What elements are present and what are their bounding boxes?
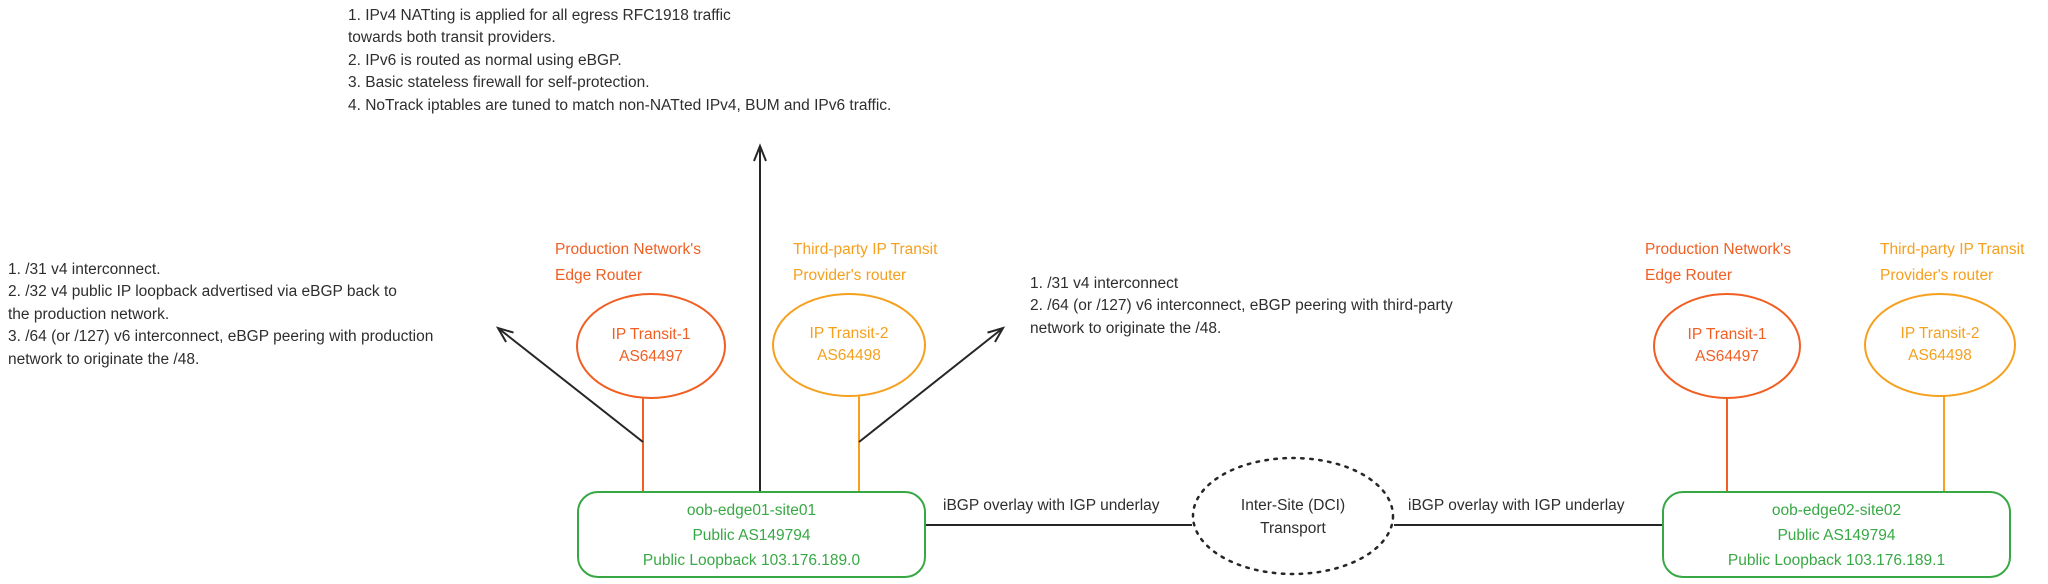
site1-interconnect-note: 1. /31 v4 interconnect. 2. /32 v4 public… — [8, 261, 434, 368]
site2-production-edge-role-label: Production Network's Edge Router — [1645, 241, 1791, 284]
site1-edge-router-box — [577, 491, 926, 578]
site2-edge-router-node: oob-edge02-site02 Public AS149794 Public… — [1727, 502, 1946, 569]
site2-thirdparty-transit-role-label: Third-party IP Transit Provider's router — [1880, 241, 2025, 284]
ibgp-underlay-label-right: iBGP overlay with IGP underlay — [1408, 497, 1625, 514]
left-note-arrow — [495, 326, 644, 443]
site2-transit1-node: IP Transit-1 AS64497 — [1687, 326, 1767, 365]
ibgp-underlay-label-left: iBGP overlay with IGP underlay — [943, 497, 1160, 514]
site1-production-edge-role-label: Production Network's Edge Router — [555, 241, 701, 284]
site2-transit1-ellipse — [1653, 293, 1801, 399]
site2-transit2-ellipse — [1864, 293, 2016, 397]
site1-transit2-node: IP Transit-2 AS64498 — [809, 325, 889, 364]
dci-transport-node: Inter-Site (DCI) Transport — [1240, 497, 1346, 537]
dci-transport-ellipse — [1191, 456, 1395, 576]
site1-edge-router-node: oob-edge01-site01 Public AS149794 Public… — [642, 502, 861, 569]
site1-transit1-ellipse — [576, 293, 726, 399]
site1-transit1-node: IP Transit-1 AS64497 — [611, 326, 691, 365]
middle-note-arrow — [858, 326, 1006, 443]
site2-edge-router-box — [1662, 491, 2011, 578]
site1-thirdparty-interconnect-note: 1. /31 v4 interconnect 2. /64 (or /127) … — [1030, 275, 1453, 337]
nat-policy-note: 1. IPv4 NATting is applied for all egres… — [348, 7, 892, 114]
site2-transit2-node: IP Transit-2 AS64498 — [1900, 325, 1980, 364]
site1-thirdparty-transit-role-label: Third-party IP Transit Provider's router — [793, 241, 938, 284]
site1-transit2-ellipse — [772, 293, 926, 397]
